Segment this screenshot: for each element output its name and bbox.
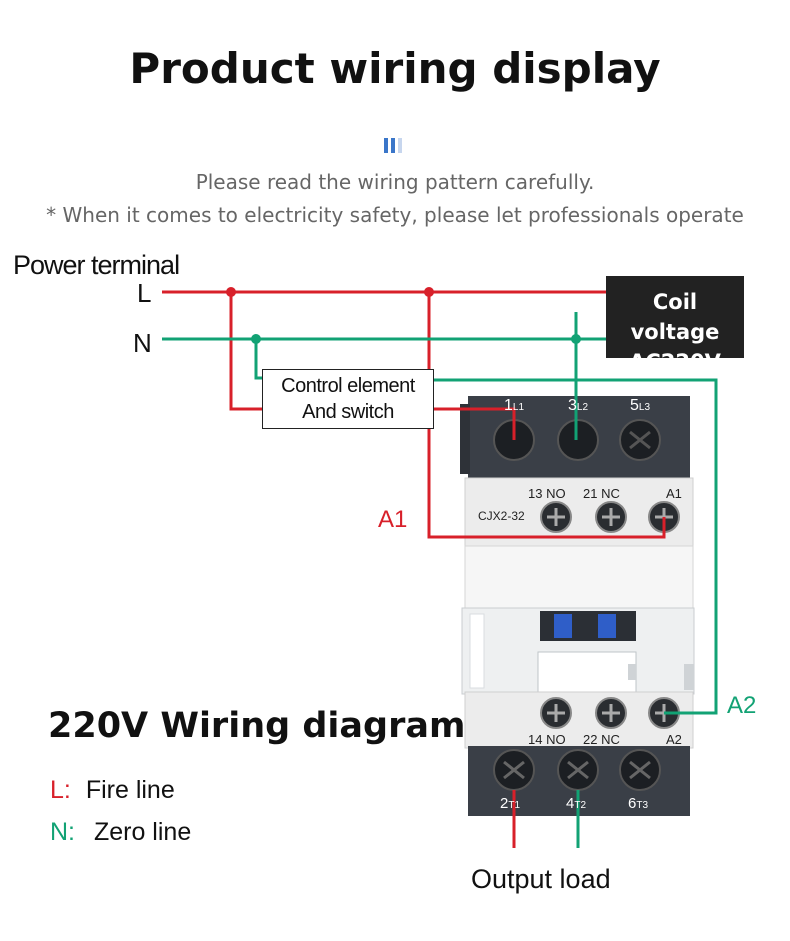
aux-label-13no: 13 NO (528, 486, 566, 501)
blue-indicator-1 (554, 614, 572, 638)
terminal-label-3: 3L2 (568, 397, 589, 414)
aux-top-screws (540, 501, 680, 533)
blue-indicator-2 (598, 614, 616, 638)
line-l-label: L (137, 278, 152, 308)
coil-voltage-box: Coil voltage AC220V (606, 276, 744, 374)
fire-to-control (229, 292, 262, 411)
control-box-line1: Control element (281, 375, 415, 397)
zero-line-wiring (162, 312, 718, 848)
page-title: Product wiring display (129, 44, 661, 93)
aux-label-14no: 14 NO (528, 732, 566, 747)
terminal-l2-screw (557, 419, 599, 461)
subtitle: Please read the wiring pattern carefully… (195, 170, 595, 194)
a2-label: A2 (727, 692, 757, 719)
terminal-label-4: 4T2 (566, 795, 587, 812)
model-label: CJX2-32 (478, 509, 525, 523)
control-box-line2: And switch (302, 401, 394, 423)
wiring-diagram-title: 220V Wiring diagram (48, 706, 466, 746)
coil-box-line1: Coil voltage (630, 290, 720, 344)
contactor-label-plate (537, 651, 637, 693)
terminal-label-1: 1L1 (504, 397, 525, 414)
title-decoration (384, 138, 408, 154)
power-terminal-label: Power terminal (13, 250, 180, 280)
terminal-label-6: 6T3 (628, 795, 649, 812)
legend-zero-line: N: Zero line (50, 818, 191, 847)
aux-label-21nc: 21 NC (583, 486, 620, 501)
legend-fire-text: Fire line (85, 776, 175, 804)
control-element-box: Control element And switch (262, 369, 434, 429)
legend-fire-line: L: Fire line (50, 776, 175, 805)
aux-bottom-screws (540, 697, 680, 729)
bottom-terminal-screws (493, 749, 661, 791)
legend-fire-key: L: (50, 776, 71, 804)
zero-to-control (254, 339, 262, 380)
output-load-label: Output load (471, 864, 611, 894)
aux-label-a2: A2 (666, 732, 682, 747)
legend-zero-key: N: (50, 818, 75, 846)
a1-label: A1 (378, 506, 408, 533)
zero-junction-2 (571, 334, 581, 344)
safety-note: * When it comes to electricity safety, p… (46, 203, 744, 227)
control-to-l1 (434, 407, 516, 440)
contactor-main-body (464, 545, 694, 613)
terminal-label-2: 2T1 (500, 795, 521, 812)
line-n-label: N (133, 328, 152, 358)
fire-junction-2 (424, 287, 434, 297)
legend-zero-text: Zero line (93, 818, 192, 846)
aux-label-22nc: 22 NC (583, 732, 620, 747)
fire-junction-1 (226, 287, 236, 297)
coil-box-line2: AC220V (629, 350, 721, 374)
zero-junction-1 (251, 334, 261, 344)
terminal-label-5: 5L3 (630, 397, 651, 414)
aux-label-a1: A1 (666, 486, 682, 501)
